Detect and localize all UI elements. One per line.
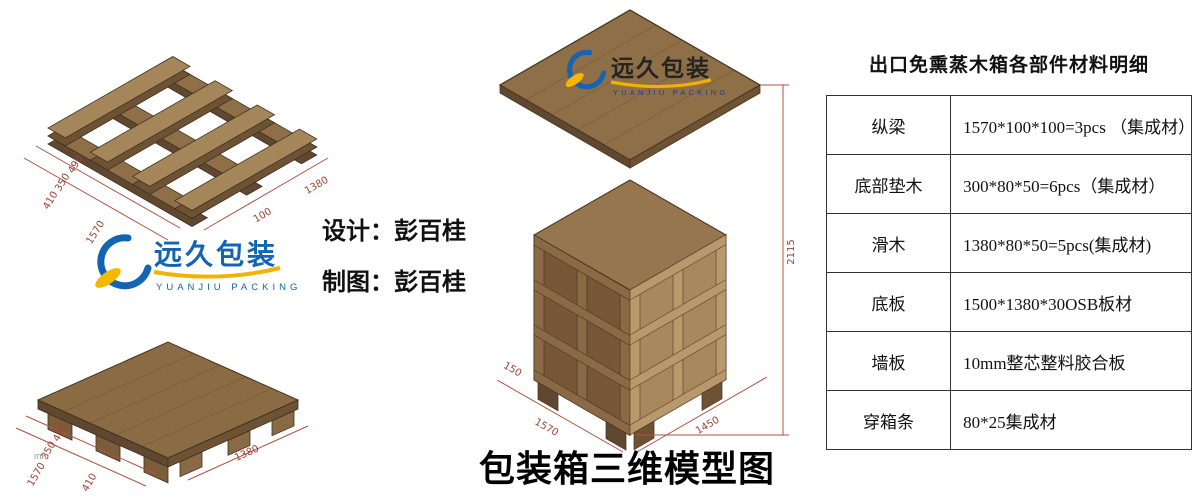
- unit-footnote: mm: [34, 451, 49, 461]
- lid-logo-swoosh: [610, 78, 712, 89]
- part-cell: 底部垫木: [825, 154, 952, 214]
- crate-left-face: [533, 234, 631, 451]
- table-row: 穿箱条 80*25集成材: [825, 390, 1192, 450]
- materials-table-title: 出口免熏蒸木箱各部件材料明细: [868, 55, 1149, 76]
- lid-logo-en-text: YUANJIU PACKING: [613, 88, 728, 97]
- part-cell: 底板: [825, 272, 952, 332]
- logo-cn-text: 远久包装: [154, 239, 278, 270]
- part-cell: 滑木: [825, 213, 952, 273]
- spec-cell: 1500*1380*30OSB板材: [950, 272, 1192, 332]
- table-row: 滑木 1380*80*50=5pcs(集成材): [825, 213, 1192, 273]
- spec-cell: 1570*100*100=3pcs （集成材）: [950, 95, 1195, 155]
- credits-block: 设计：彭百桂 制图：彭百桂: [322, 220, 466, 322]
- design-credit: 设计：彭百桂: [322, 218, 466, 245]
- dim-line: [15, 427, 147, 487]
- dim-label-skid: 150: [501, 360, 523, 379]
- logo-swirl-icon: [95, 234, 152, 290]
- deck-top: [36, 341, 300, 459]
- crate-right-face: [629, 233, 727, 451]
- deck-feet-right: [179, 410, 295, 478]
- table-row: 底部垫木 300*80*50=6pcs（集成材）: [825, 154, 1192, 214]
- frame-runners: [47, 64, 318, 219]
- dim-label: 1570: [26, 461, 48, 489]
- table-row: 底板 1500*1380*30OSB板材: [825, 272, 1192, 332]
- draft-credit: 制图：彭百桂: [322, 269, 466, 296]
- lid-logo-cn-text: 远久包装: [611, 55, 711, 81]
- dim-line: [496, 379, 624, 453]
- lid-edge-right: [629, 84, 761, 169]
- dim-label: 350: [53, 172, 72, 194]
- frame-boards: [47, 56, 318, 211]
- dim-line: [23, 157, 169, 241]
- logo-underline-swoosh: [153, 266, 281, 279]
- logo-en-text: YUANJIU PACKING: [156, 282, 301, 293]
- materials-panel: 出口免熏蒸木箱各部件材料明细 纵梁 1570*100*100=3pcs （集成材…: [825, 50, 1195, 450]
- dim-line: [636, 376, 768, 453]
- dim-label: 1380: [303, 175, 331, 197]
- pallet-frame-drawing: 490 350 410 1570 1380 100: [23, 56, 331, 246]
- table-row: 墙板 10mm整芯整料胶合板: [825, 331, 1192, 391]
- spec-cell: 10mm整芯整料胶合板: [950, 331, 1192, 391]
- dim-label-height: 2115: [786, 239, 797, 264]
- crate-drawing: 远久包装 YUANJIU PACKING: [496, 9, 797, 453]
- company-logo: 远久包装 YUANJIU PACKING: [95, 234, 301, 293]
- dim-label-width: 1450: [694, 415, 722, 437]
- part-cell: 纵梁: [825, 95, 952, 155]
- crate-skid: [537, 381, 559, 412]
- part-cell: 墙板: [825, 331, 952, 391]
- crate-skid: [701, 381, 723, 411]
- pallet-deck-drawing: 490 350 1570 410 1380: [15, 341, 309, 494]
- spec-cell: 80*25集成材: [950, 390, 1192, 450]
- dim-label: 100: [252, 206, 274, 225]
- dim-label: 410: [80, 472, 99, 494]
- lid-logo-swirl-icon: [565, 49, 607, 90]
- spec-cell: 300*80*50=6pcs（集成材）: [950, 154, 1192, 214]
- table-row: 纵梁 1570*100*100=3pcs （集成材）: [825, 95, 1195, 155]
- materials-table: 纵梁 1570*100*100=3pcs （集成材） 底部垫木 300*80*5…: [825, 95, 1195, 450]
- dim-line: [35, 145, 181, 229]
- dim-line: [203, 157, 329, 231]
- part-cell: 穿箱条: [825, 390, 952, 450]
- spec-cell: 1380*80*50=5pcs(集成材): [950, 213, 1192, 273]
- dim-label: 410: [41, 190, 60, 212]
- dim-label-depth: 1570: [532, 417, 560, 439]
- page-title: 包装箱三维模型图: [479, 448, 776, 489]
- dim-line: [25, 415, 157, 475]
- lid-logo: 远久包装 YUANJIU PACKING: [565, 49, 728, 97]
- crate-skid: [605, 421, 627, 451]
- dim-line: [187, 425, 309, 481]
